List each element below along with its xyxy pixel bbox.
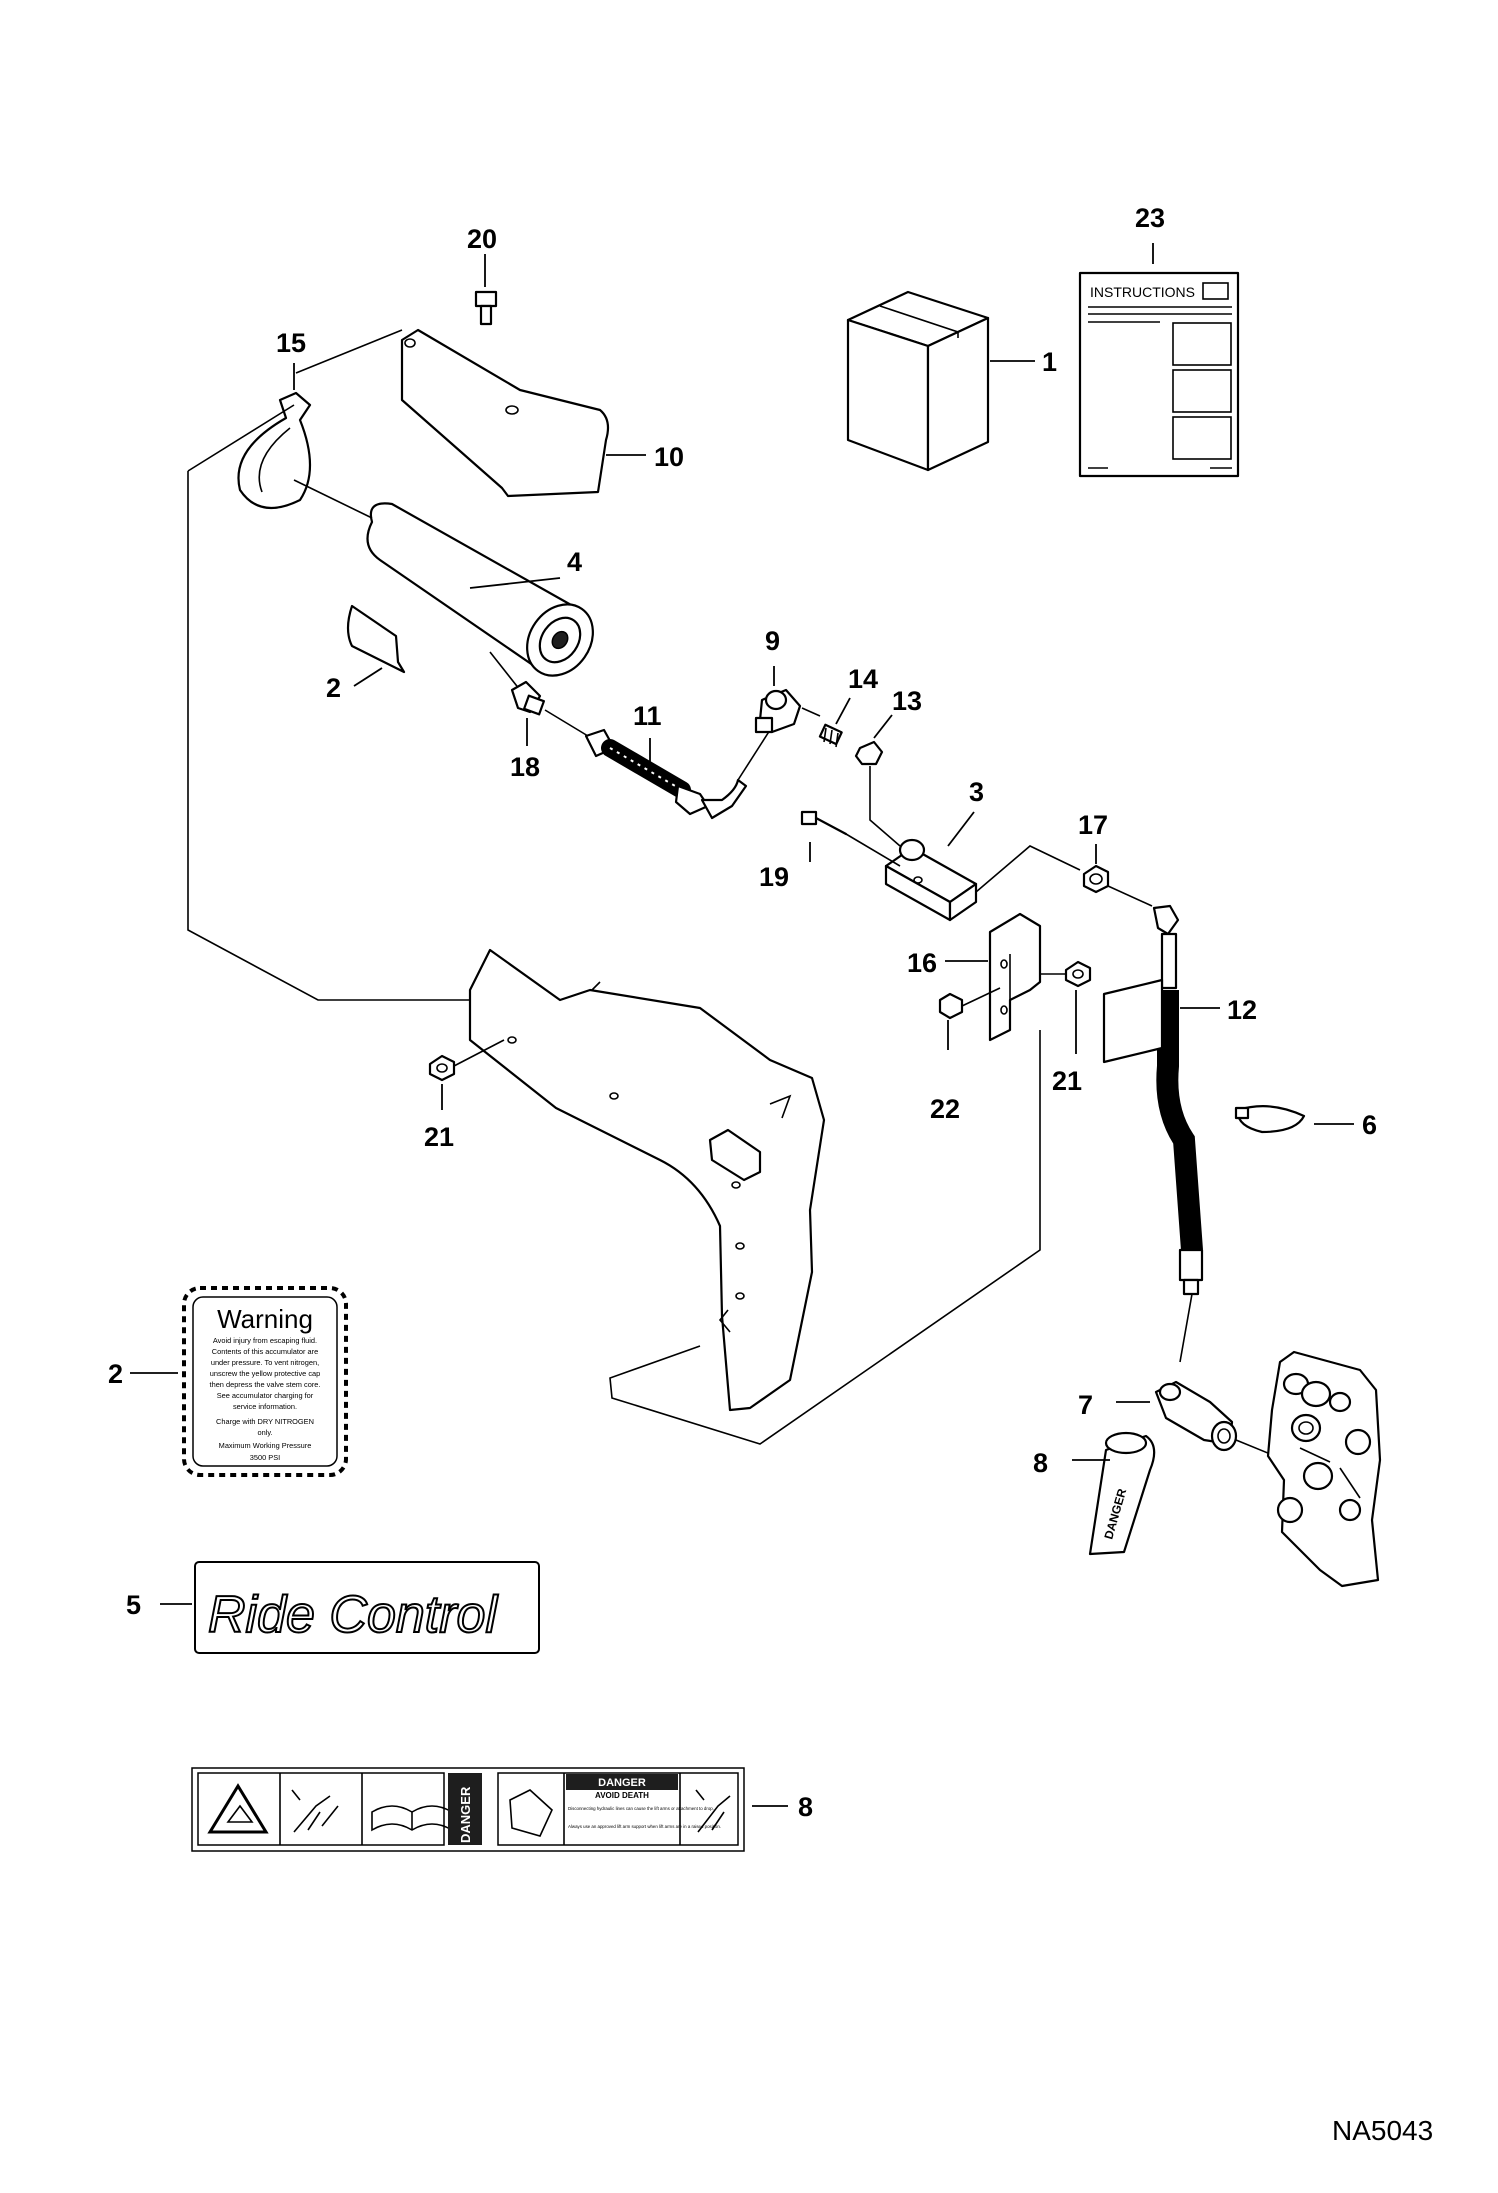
hose-11	[584, 728, 748, 820]
kit-box	[846, 290, 990, 472]
callout-15: 15	[276, 328, 306, 358]
danger-decal: DANGER DANGER AVOID DEATH Disconnecting …	[191, 1767, 745, 1852]
warning-charge-line-2: only.	[257, 1428, 272, 1437]
warning-decal: Warning Avoid injury from escaping fluid…	[182, 1286, 348, 1477]
hose-12	[1102, 904, 1204, 1296]
bolt-19	[800, 810, 901, 867]
callout-22: 22	[930, 1094, 960, 1124]
callout-7: 7	[1078, 1390, 1093, 1420]
warning-pressure-label: Maximum Working Pressure	[219, 1441, 312, 1450]
warning-line-7: service information.	[233, 1402, 297, 1411]
warning-line-5: then depress the valve stem core.	[210, 1380, 321, 1389]
callout-6: 6	[1362, 1110, 1377, 1140]
warning-pressure-value: 3500 PSI	[250, 1453, 280, 1462]
clamp-15	[237, 391, 312, 510]
callout-16: 16	[907, 948, 937, 978]
nut-21-left	[428, 1054, 456, 1082]
accumulator-decal-2	[346, 604, 406, 674]
bolt-22	[938, 987, 1001, 1020]
instruction-sheet-title: INSTRUCTIONS	[1090, 284, 1195, 300]
callout-10: 10	[654, 442, 684, 472]
instruction-sheet: INSTRUCTIONS	[1078, 271, 1240, 478]
control-valve	[1266, 1350, 1382, 1588]
fitting-17	[1082, 864, 1110, 894]
warning-line-4: unscrew the yellow protective cap	[210, 1369, 321, 1378]
callout-8-upper: 8	[1033, 1448, 1048, 1478]
callout-20: 20	[467, 224, 497, 254]
callout-13: 13	[892, 686, 922, 716]
bolt-20	[474, 290, 498, 326]
warning-line-1: Avoid injury from escaping fluid.	[213, 1336, 317, 1345]
callout-1: 1	[1042, 347, 1057, 377]
callout-4: 4	[567, 547, 582, 577]
callout-14: 14	[848, 664, 878, 694]
callout-9: 9	[765, 626, 780, 656]
callout-12: 12	[1227, 995, 1257, 1025]
callout-8-lower: 8	[798, 1792, 813, 1822]
callout-23: 23	[1135, 203, 1165, 233]
mounting-plate	[468, 948, 826, 1412]
nut-13	[854, 740, 884, 766]
figure-code: NA5043	[1332, 2115, 1433, 2146]
danger-bullet-1: Disconnecting hydraulic lines can cause …	[568, 1806, 714, 1811]
adapter-14	[818, 723, 843, 748]
danger-title: DANGER	[598, 1777, 646, 1789]
elbow-fitting-18	[510, 680, 546, 716]
warning-line-6: See accumulator charging for	[217, 1391, 314, 1400]
callout-2-upper: 2	[326, 673, 341, 703]
elbow-fitting-9	[754, 688, 802, 734]
warning-line-2: Contents of this accumulator are	[212, 1347, 318, 1356]
callout-21-left: 21	[424, 1122, 454, 1152]
cable-tie-6	[1234, 1105, 1306, 1134]
valve-block-3	[884, 838, 978, 922]
danger-subtitle: AVOID DEATH	[595, 1791, 649, 1800]
accumulator	[366, 502, 594, 677]
callout-21-right: 21	[1052, 1066, 1082, 1096]
hose-tag-8: DANGER	[1088, 1431, 1156, 1556]
ride-control-decal: Ride Control	[194, 1561, 540, 1654]
tee-fitting-7	[1154, 1380, 1238, 1452]
callout-3: 3	[969, 777, 984, 807]
callout-2-lower: 2	[108, 1359, 123, 1389]
bracket-16	[988, 912, 1042, 1042]
danger-side-label: DANGER	[458, 1786, 473, 1843]
callout-19: 19	[759, 862, 789, 892]
callout-5: 5	[126, 1590, 141, 1620]
callout-11: 11	[633, 701, 662, 731]
warning-title: Warning	[217, 1304, 313, 1334]
warning-line-3: under pressure. To vent nitrogen,	[211, 1358, 319, 1367]
warning-charge-line-1: Charge with DRY NITROGEN	[216, 1417, 314, 1426]
callout-18: 18	[510, 752, 540, 782]
ride-control-text: Ride Control	[208, 1586, 498, 1644]
nut-21-right	[1064, 960, 1092, 988]
danger-bullet-2: Always use an approved lift arm support …	[568, 1824, 721, 1829]
accumulator-cover	[400, 328, 610, 498]
callout-17: 17	[1078, 810, 1108, 840]
